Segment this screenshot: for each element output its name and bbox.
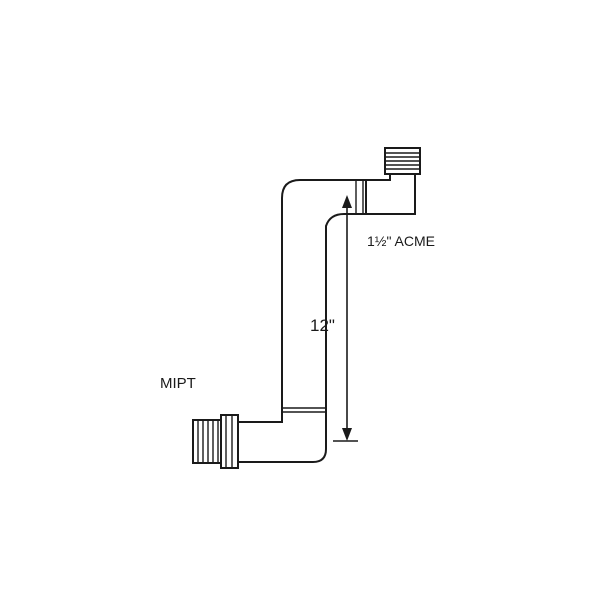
hex-collar — [220, 414, 239, 469]
mipt-thread-nipple — [192, 419, 222, 464]
acme-thread-nipple — [384, 147, 421, 175]
mipt-label: MIPT — [160, 375, 196, 392]
swing-joint-pipe — [237, 179, 368, 463]
top-elbow — [365, 171, 416, 215]
acme-label: 1½" ACME — [367, 233, 435, 249]
double-headed-arrow-icon — [333, 195, 358, 442]
length-label: 12" — [310, 316, 335, 335]
